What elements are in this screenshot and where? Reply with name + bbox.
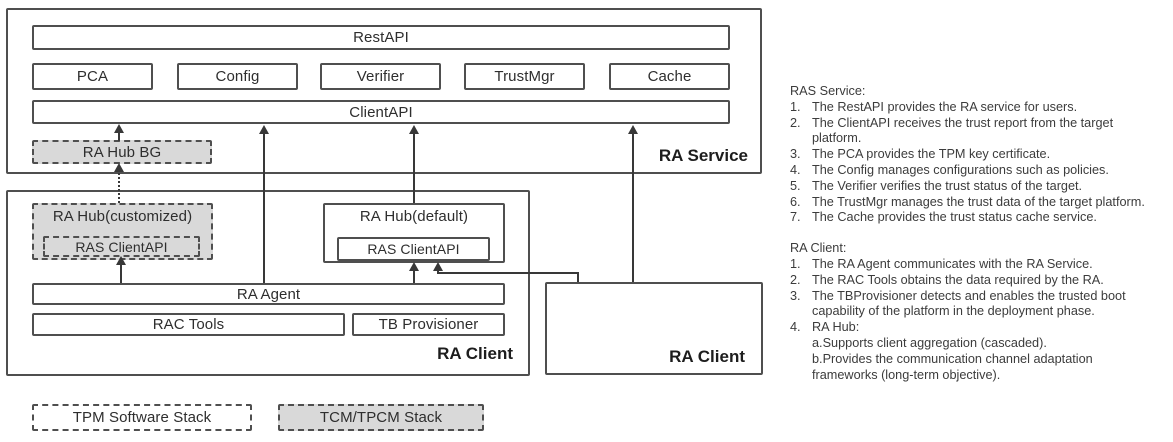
clientapi-box: ClientAPI	[32, 100, 730, 124]
ras-service-heading: RAS Service:	[790, 84, 866, 98]
item-text: The Verifier verifies the trust status o…	[812, 178, 1083, 193]
item-text: RA Hub:	[812, 320, 860, 335]
ra-client-left-label: RA Client	[437, 344, 513, 363]
legend-tcm-box: TCM/TPCM Stack	[278, 404, 484, 431]
restapi-box: RestAPI	[32, 25, 730, 50]
item-number: 6.	[790, 194, 801, 209]
list-item: 1. The RA Agent communicates with the RA…	[790, 257, 1162, 273]
item-text: The RA Agent communicates with the RA Se…	[812, 256, 1093, 271]
arrow-clientright-to-rasclientapi-line-horizontal	[437, 272, 579, 274]
ra-service-label: RA Service	[658, 146, 748, 165]
ras-clientapi-default-box: RAS ClientAPI	[337, 237, 490, 261]
list-item: 3. The PCA provides the TPM key certific…	[790, 147, 1162, 163]
item-number: 5.	[790, 178, 801, 193]
ra-agent-box: RA Agent	[32, 283, 505, 305]
item-number: 3.	[790, 147, 801, 162]
ra-hub-bg-box: RA Hub BG	[32, 140, 212, 164]
item-text: The PCA provides the TPM key certificate…	[812, 147, 1051, 162]
ras-clientapi-customized-box: RAS ClientAPI	[43, 236, 200, 257]
pca-box: PCA	[32, 63, 153, 90]
arrow-rahubdefault-to-clientapi-line	[413, 132, 415, 203]
arrow-rahubdefault-to-clientapi-head	[409, 125, 419, 134]
tb-provisioner-box: TB Provisioner	[352, 313, 505, 336]
list-item: 3. The TBProvisioner detects and enables…	[790, 289, 1162, 321]
arrow-raagent-to-rasclientapi-default-head	[409, 262, 419, 271]
arrow-raagent-to-rasclientapi-customized-line	[120, 263, 122, 283]
config-box: Config	[177, 63, 298, 90]
item-number: 2.	[790, 272, 801, 287]
sub-item-b: b.Provides the communication channel ada…	[812, 351, 1093, 382]
verifier-box: Verifier	[320, 63, 441, 90]
arrow-raagent-to-rasclientapi-customized-head	[116, 256, 126, 265]
list-item: 4. The Config manages configurations suc…	[790, 163, 1162, 179]
item-text: The Config manages configurations such a…	[812, 162, 1109, 177]
list-item: 2. The ClientAPI receives the trust repo…	[790, 116, 1162, 148]
list-item: 7. The Cache provides the trust status c…	[790, 210, 1162, 226]
list-item: 6. The TrustMgr manages the trust data o…	[790, 195, 1162, 211]
rac-tools-box: RAC Tools	[32, 313, 345, 336]
item-number: 4.	[790, 320, 801, 335]
arrow-clientright-to-rasclientapi-line-down	[577, 272, 579, 282]
arrow-raagent-to-clientapi-line	[263, 132, 265, 283]
sub-item-a: a.Supports client aggregation (cascaded)…	[812, 335, 1047, 350]
arrow-clientright-to-clientapi-head	[628, 125, 638, 134]
arrow-customized-to-rahubbg-head	[114, 163, 124, 172]
item-text: The ClientAPI receives the trust report …	[812, 115, 1114, 146]
arrow-rahubbg-to-clientapi-line	[118, 131, 120, 141]
ra-client-right-box	[545, 282, 763, 375]
list-item: 2. The RAC Tools obtains the data requir…	[790, 273, 1162, 289]
item-number: 2.	[790, 115, 801, 130]
arrow-clientright-to-clientapi-line	[632, 132, 634, 282]
arrow-clientright-to-rasclientapi-head	[433, 262, 443, 271]
ra-client-right-label: RA Client	[669, 347, 745, 366]
item-text: The Cache provides the trust status cach…	[812, 210, 1097, 225]
legend-tpm-box: TPM Software Stack	[32, 404, 252, 431]
arrow-customized-to-rahubbg-dotted-line	[118, 170, 120, 203]
ra-client-heading: RA Client:	[790, 241, 847, 256]
list-item: 4. RA Hub:	[790, 320, 1162, 336]
item-number: 1.	[790, 256, 801, 271]
notes-panel: RAS Service: 1. The RestAPI provides the…	[790, 84, 1162, 383]
item-text: The RestAPI provides the RA service for …	[812, 99, 1078, 114]
arrow-rahubbg-to-clientapi-head	[114, 124, 124, 133]
item-number: 3.	[790, 288, 801, 303]
item-number: 4.	[790, 162, 801, 177]
arrow-raagent-to-clientapi-head	[259, 125, 269, 134]
item-text: The TBProvisioner detects and enables th…	[812, 288, 1126, 319]
list-item: 1. The RestAPI provides the RA service f…	[790, 100, 1162, 116]
arrow-raagent-to-rasclientapi-default-line	[413, 269, 415, 283]
item-text: The RAC Tools obtains the data required …	[812, 272, 1104, 287]
item-number: 1.	[790, 99, 801, 114]
item-text: The TrustMgr manages the trust data of t…	[812, 194, 1145, 209]
section-gap	[790, 226, 1162, 241]
list-item: 5. The Verifier verifies the trust statu…	[790, 179, 1162, 195]
trustmgr-box: TrustMgr	[464, 63, 585, 90]
item-number: 7.	[790, 210, 801, 225]
cache-box: Cache	[609, 63, 730, 90]
arrow-clientright-to-rasclientapi-line-up	[437, 269, 439, 274]
